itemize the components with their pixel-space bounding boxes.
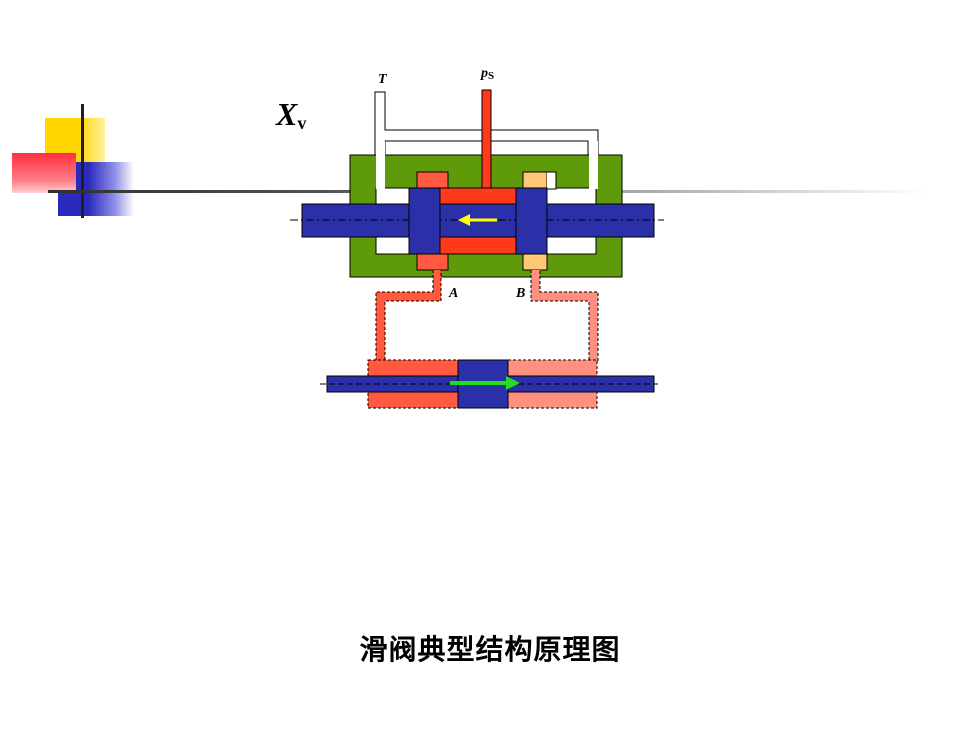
deco-vertical-line (81, 104, 84, 218)
port-b-chamber-top (522, 171, 548, 190)
slide-caption: 滑阀典型结构原理图 (359, 633, 621, 666)
spool-displacement-label: Xv (276, 96, 307, 133)
port-a-chamber-bottom (416, 252, 449, 271)
supply-port-label: pS (481, 66, 495, 82)
piston-direction-arrow (450, 376, 520, 390)
deco-red-square (12, 153, 76, 193)
port-a-label: A (449, 286, 459, 301)
port-b-label: B (516, 286, 526, 301)
spool-land-left (408, 187, 441, 255)
line-port-a (375, 270, 442, 363)
spool-land-right (515, 187, 548, 255)
port-b-chamber-bottom (522, 252, 548, 271)
spool-direction-arrow (458, 214, 497, 226)
tank-port-left (376, 141, 385, 189)
port-a-chamber-top (416, 171, 449, 190)
line-port-b (530, 270, 599, 363)
tank-port-right (589, 141, 598, 189)
tank-port-label: T (378, 72, 387, 87)
port-b-chamber-top-notch (547, 171, 557, 190)
supply-pipe (481, 89, 492, 191)
